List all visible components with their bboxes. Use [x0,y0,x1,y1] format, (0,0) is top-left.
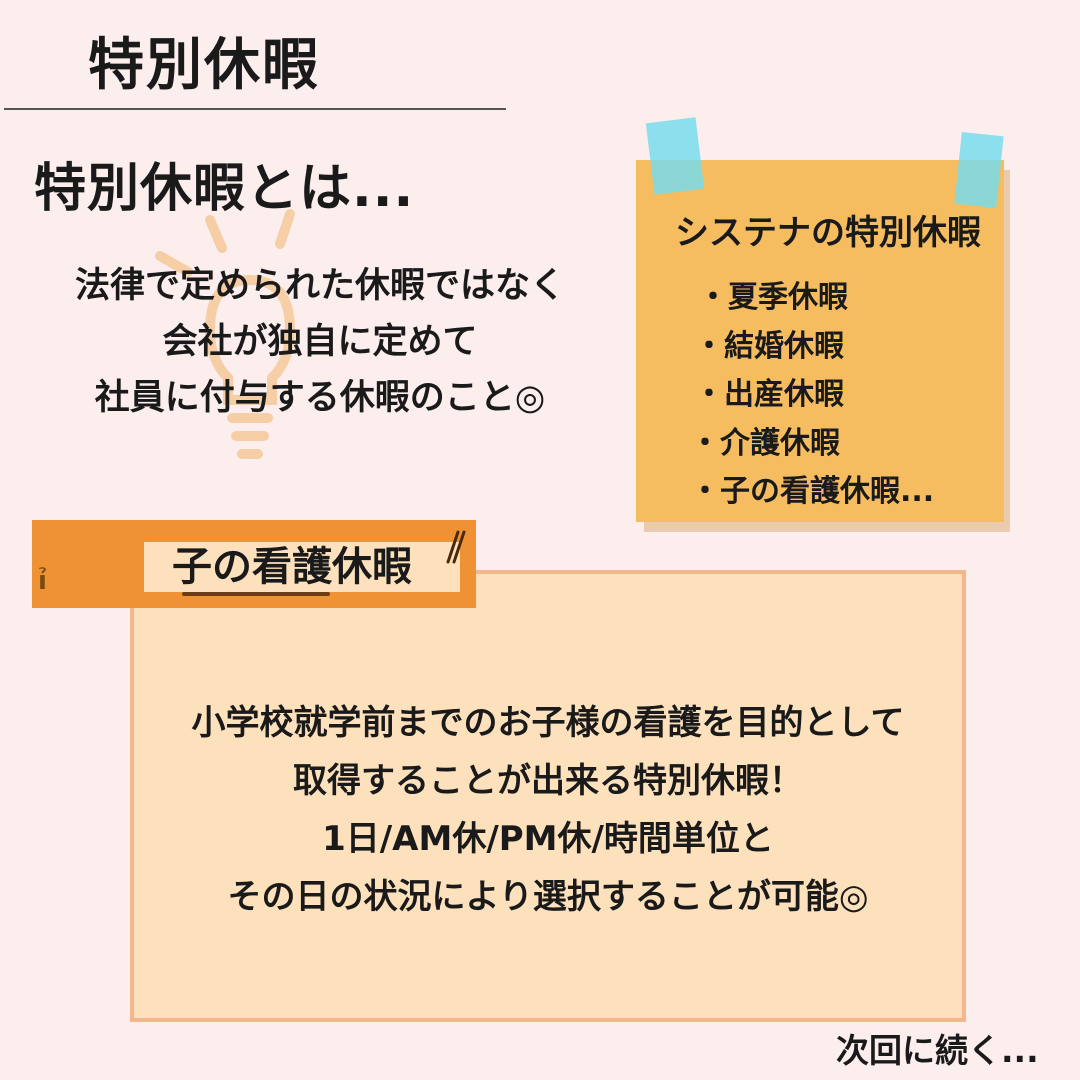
page-title: 特別休暇 [88,33,320,98]
section-label-underline [182,592,330,596]
tape-right [954,132,1004,208]
section-line: 小学校就学前までのお子様の看護を目的として [191,703,905,743]
content-box [130,570,966,1022]
intro-heading: 特別休暇とは... [34,159,415,219]
list-item: ・夏季休暇 [698,280,848,315]
section-line: その日の状況により選択することが可能◎ [227,877,869,917]
intro-text: 法律で定められた休暇ではなく 会社が独自に定めて 社員に付与する休暇のこと◎ [20,258,620,426]
list-item: ・介護休暇 [690,425,840,461]
intro-line: 社員に付与する休暇のこと◎ [94,378,546,418]
section-line: 1日/AM休/PM休/時間単位と [322,819,774,859]
leave-type-list: ・夏季休暇 ・結婚休暇 ・出産休暇 ・介護休暇 ・子の看護休暇... [690,274,934,517]
section-label-background [144,542,460,592]
intro-line: 法律で定められた休暇ではなく [74,266,565,306]
section-line: 取得することが出来る特別休暇！ [293,761,803,801]
list-item: ・子の看護休暇... [690,474,935,509]
info-mark-icon: ỉ [38,566,47,596]
intro-line: 会社が独自に定めて [162,322,478,362]
tape-left [645,117,705,195]
title-divider [4,108,506,110]
list-item: ・出産休暇 [694,377,844,412]
section-text: 小学校就学前までのお子様の看護を目的として 取得することが出来る特別休暇！ 1日… [130,694,966,926]
slash-marks-icon [446,530,466,564]
sticky-note-title: システナの特別休暇 [675,213,981,253]
sticky-note [636,160,1004,522]
section-label: 子の看護休暇 [172,544,412,590]
lightbulb-icon [155,209,296,459]
continued-next-text: 次回に続く... [836,1031,1039,1070]
list-item: ・結婚休暇 [694,328,844,364]
